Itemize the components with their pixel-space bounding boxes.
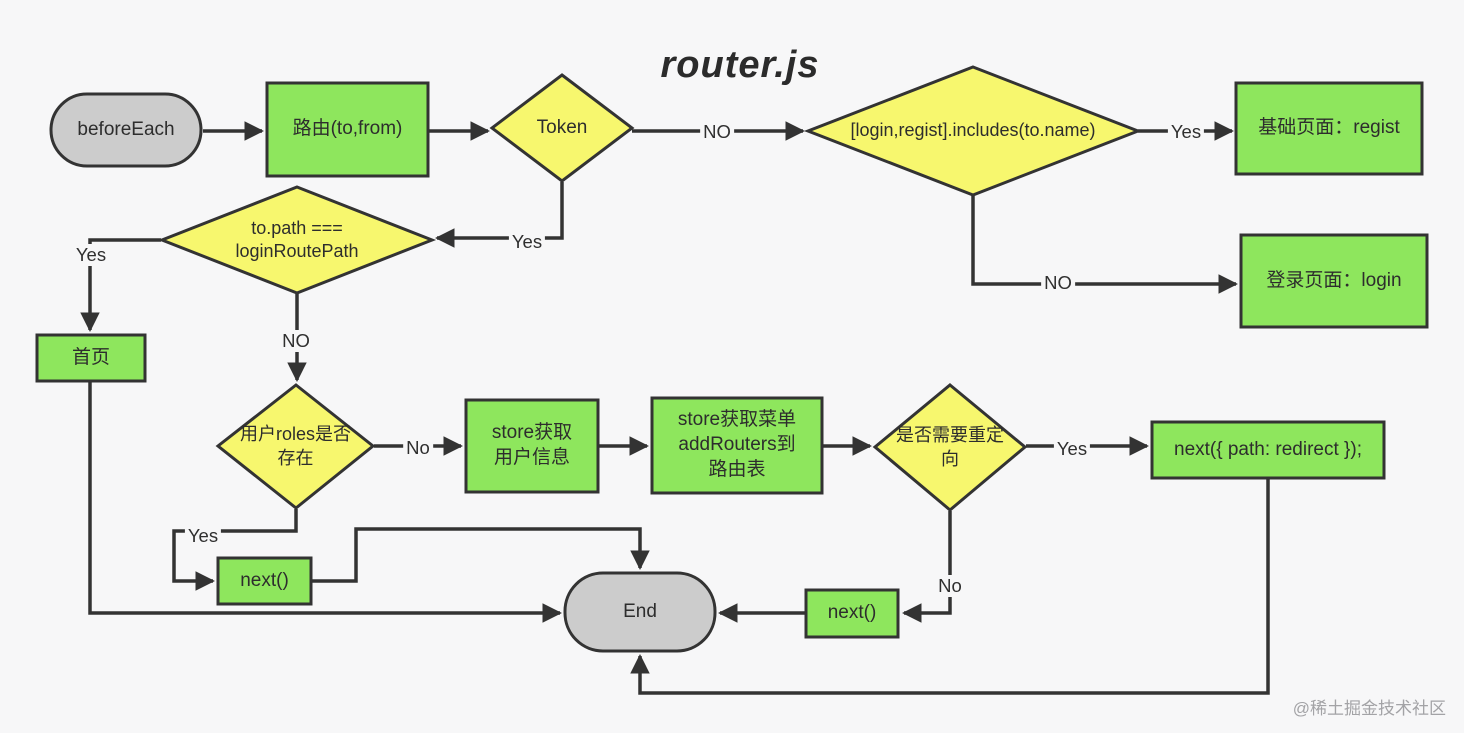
includes-decision-shape	[803, 65, 1143, 197]
loginpage-node-shape	[1239, 233, 1429, 329]
edge-nextyes-to-end	[312, 527, 650, 583]
edge-roles-yes-to-nextyes	[172, 509, 298, 591]
edge-home-to-end	[88, 382, 562, 623]
edge-includes-no-to-loginpage	[971, 196, 1238, 294]
end-node-shape	[563, 571, 717, 653]
roles-decision-shape	[215, 383, 376, 510]
redirect-decision-shape	[872, 383, 1028, 512]
edge-nextredirect-to-end	[630, 478, 1270, 695]
nextyes-node-shape	[216, 556, 313, 606]
home-node-shape	[35, 333, 147, 383]
token-decision-shape	[489, 73, 635, 183]
nextredirect-node-shape	[1150, 420, 1386, 480]
edge-token-yes-to-topath	[435, 182, 564, 248]
beforeeach-node-shape	[49, 92, 203, 168]
topath-decision-shape	[157, 185, 437, 295]
basepage-node-shape	[1234, 81, 1424, 176]
watermark-text: @稀土掘金技术社区	[1292, 699, 1446, 718]
route-node-shape	[265, 81, 430, 178]
storeuser-node-shape	[464, 398, 600, 494]
edge-topath-yes-to-home	[80, 238, 161, 332]
storemenu-node-shape	[650, 396, 824, 495]
nextno-node-shape	[804, 588, 900, 639]
edge-redirect-no-to-nextno	[902, 511, 952, 623]
page-title: router.js	[660, 44, 820, 86]
